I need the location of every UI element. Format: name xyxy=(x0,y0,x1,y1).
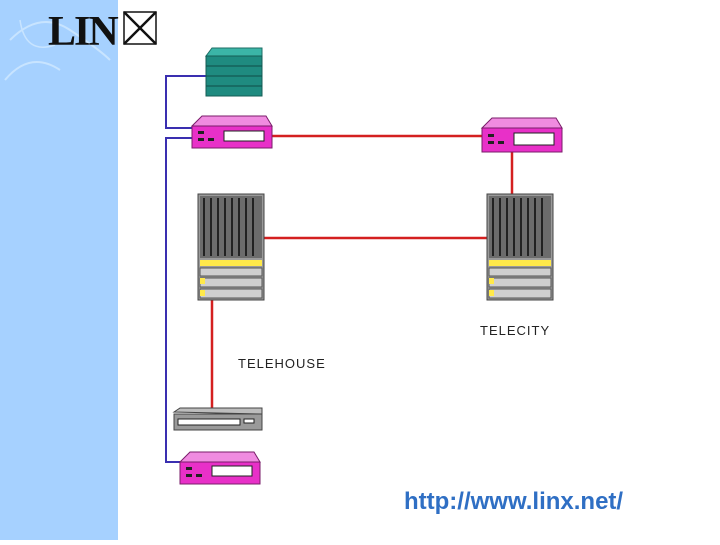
linx-url-link[interactable]: http://www.linx.net/ xyxy=(404,488,624,515)
blue-links xyxy=(165,75,206,463)
telehouse-label: TELEHOUSE xyxy=(238,356,326,371)
hub-device xyxy=(172,407,263,431)
linx-logo: LIN xyxy=(0,0,170,80)
sidebar-decoration xyxy=(4,19,111,81)
router-bottom xyxy=(178,451,261,485)
switch-telecity xyxy=(486,193,554,301)
router-telecity xyxy=(480,117,563,153)
red-links xyxy=(210,134,514,412)
router-telehouse xyxy=(190,115,273,149)
logo-x-mark xyxy=(123,11,157,45)
sidebar-band xyxy=(0,0,118,540)
switch-telehouse xyxy=(197,193,265,301)
logo-text: LIN xyxy=(48,9,119,55)
server-stack-device xyxy=(205,47,263,97)
telecity-label: TELECITY xyxy=(480,323,551,338)
